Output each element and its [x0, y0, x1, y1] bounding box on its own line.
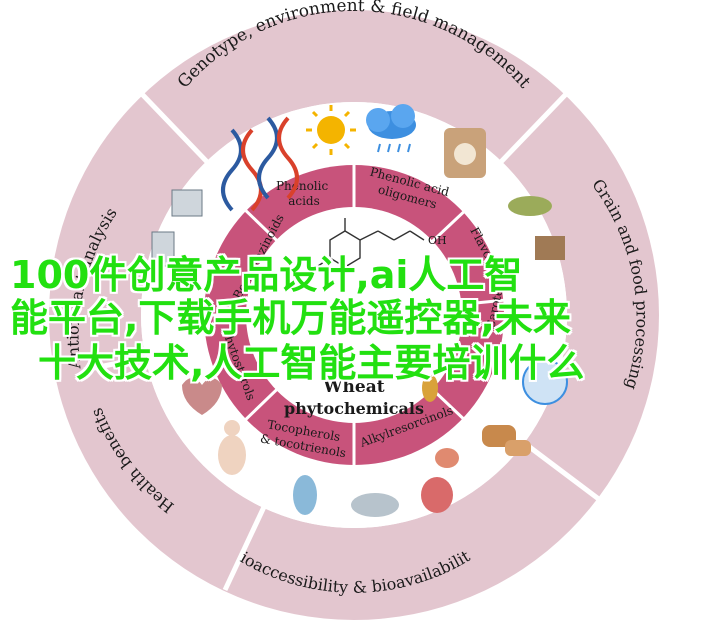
seed-bag-icon: [444, 128, 486, 178]
wheat-grain-icon: [508, 196, 552, 216]
overlay-text-line3: 十大技术,人工智能主要培训什么: [38, 341, 585, 385]
dna-icon: [221, 116, 299, 212]
mouse-icon: [351, 493, 399, 517]
digestive-tract-icon: [293, 475, 317, 515]
heart-organ-icon: [182, 378, 222, 415]
rain-cloud-icon: [366, 104, 416, 153]
wheat-ear-icon: [422, 374, 438, 402]
overlay-text-line2: 能平台,下载手机万能遥控器,未来: [10, 296, 571, 340]
mill-machine-icon: [535, 236, 565, 260]
center-title-line1: Wheat: [322, 377, 384, 397]
bread-icon: [482, 425, 531, 456]
pie-chart-icon: [522, 359, 568, 405]
sun-icon: [306, 105, 356, 155]
overlay-text-line1: 100件创意产品设计,ai人工智: [10, 253, 523, 297]
intestine-icon: [421, 477, 453, 513]
center-title-line2: phytochemicals: [284, 399, 424, 418]
lab-equipment-icon: [151, 189, 203, 267]
label-phenolic-acids: Phenolic acids: [276, 179, 332, 208]
body-figure-icon: [218, 420, 246, 475]
center-circle: [246, 207, 462, 423]
stomach-icon: [435, 448, 459, 468]
molecule-structure-icon: [317, 218, 425, 268]
formula-oh-label: OH: [428, 234, 447, 247]
